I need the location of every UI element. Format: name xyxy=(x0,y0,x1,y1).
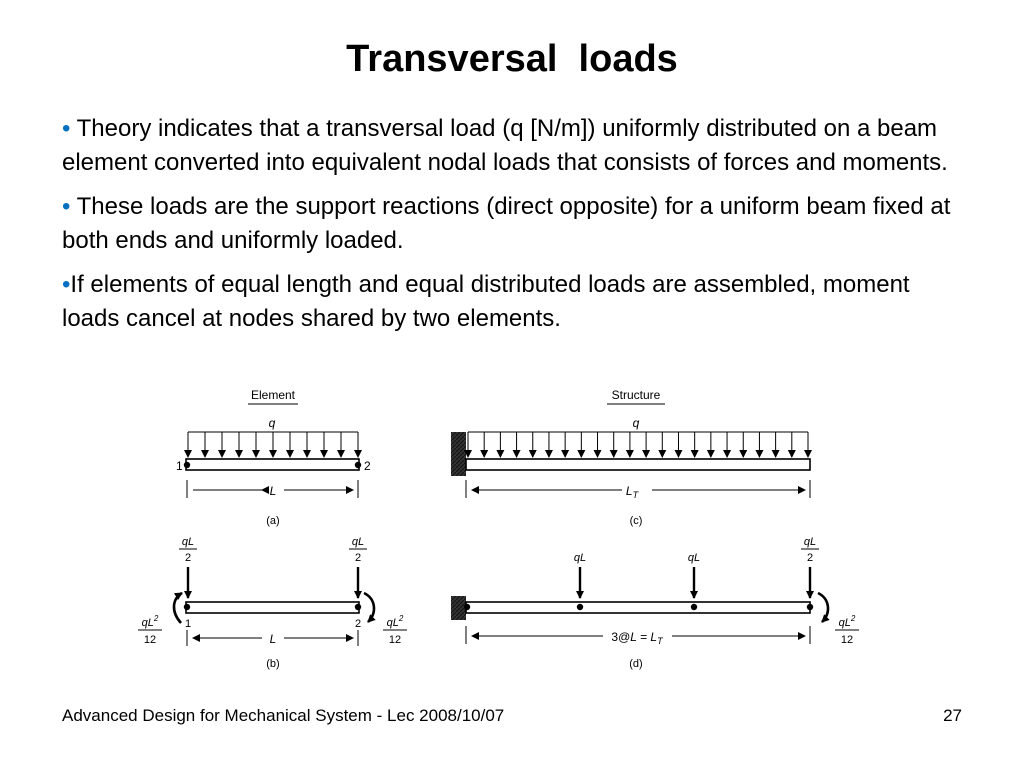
bullet-item: •If elements of equal length and equal d… xyxy=(62,268,972,336)
bullet-marker: • xyxy=(62,115,71,142)
beam-structure-d xyxy=(465,601,811,614)
length-label-d: 3@L = LT xyxy=(611,630,664,646)
svg-text:qL: qL xyxy=(688,552,700,564)
bullet-item: • These loads are the support reactions … xyxy=(62,190,972,258)
bullet-list: • Theory indicates that a transversal lo… xyxy=(62,112,972,346)
length-label-c: LT xyxy=(626,484,640,500)
nodal-force-d-1: qL xyxy=(574,552,586,599)
node-1-label-a: 1 xyxy=(176,459,183,473)
node-dot-1-b xyxy=(183,603,191,611)
beam-figure: Element q 1 2 L (a) Structure q LT (c) q… xyxy=(130,385,890,690)
moment-arrow-left-b xyxy=(172,591,183,624)
node-dot-2-a xyxy=(354,461,362,469)
page-number: 27 xyxy=(943,706,962,725)
node-dot-d-3 xyxy=(806,603,814,611)
svg-text:qL2: qL2 xyxy=(839,614,856,629)
bullet-marker: • xyxy=(62,271,71,298)
moment-label-right-b: qL2 12 xyxy=(383,614,407,646)
node-dot-d-1 xyxy=(576,603,584,611)
node-2-label-a: 2 xyxy=(364,459,371,473)
svg-text:qL: qL xyxy=(182,536,194,548)
node-dot-1-a xyxy=(183,461,191,469)
element-label: Element xyxy=(251,388,296,402)
beam-element-b xyxy=(185,601,360,614)
beam-element-a xyxy=(185,458,360,471)
moment-arrow-right-b xyxy=(363,591,376,623)
svg-text:2: 2 xyxy=(807,552,813,564)
bullet-marker: • xyxy=(62,193,71,220)
node-dot-2-b xyxy=(354,603,362,611)
moment-label-left-b: qL2 12 xyxy=(138,614,162,646)
node-dot-d-0 xyxy=(463,603,471,611)
slide-title: Transversal loads xyxy=(346,38,678,80)
bullet-text: Theory indicates that a transversal load… xyxy=(62,115,948,176)
svg-text:qL2: qL2 xyxy=(142,614,159,629)
length-label-b: L xyxy=(270,632,277,646)
load-q-label-a: q xyxy=(269,416,276,430)
node-dot-d-2 xyxy=(690,603,698,611)
moment-label-right-d: qL2 12 xyxy=(835,614,859,646)
svg-text:qL: qL xyxy=(574,552,586,564)
svg-text:qL: qL xyxy=(804,536,816,548)
caption-b: (b) xyxy=(266,658,279,670)
svg-text:qL2: qL2 xyxy=(387,614,404,629)
moment-arrow-right-d xyxy=(817,591,830,623)
beam-diagram-svg: Element q 1 2 L (a) Structure q LT (c) q… xyxy=(138,388,859,670)
caption-a: (a) xyxy=(266,515,279,527)
nodal-force-d-2: qL xyxy=(688,552,700,599)
footer-course: Advanced Design for Mechanical System - … xyxy=(62,706,505,725)
load-q-label-c: q xyxy=(633,416,640,430)
nodal-force-d-3: qL 2 xyxy=(801,536,819,599)
bullet-text: If elements of equal length and equal di… xyxy=(62,271,910,332)
svg-text:12: 12 xyxy=(841,634,853,646)
nodal-force-right-b: qL 2 xyxy=(349,536,367,599)
svg-text:qL: qL xyxy=(352,536,364,548)
caption-d: (d) xyxy=(629,658,642,670)
svg-text:2: 2 xyxy=(355,552,361,564)
node-1-label-b: 1 xyxy=(185,618,191,630)
beam-structure-c xyxy=(465,458,811,471)
caption-c: (c) xyxy=(630,515,643,527)
distributed-load-c xyxy=(464,431,812,458)
fixed-support-d xyxy=(451,596,466,620)
node-2-label-b: 2 xyxy=(355,618,361,630)
bullet-item: • Theory indicates that a transversal lo… xyxy=(62,112,972,180)
svg-text:12: 12 xyxy=(144,634,156,646)
length-label-a: L xyxy=(270,484,277,498)
fixed-support-c xyxy=(451,432,466,476)
svg-text:12: 12 xyxy=(389,634,401,646)
bullet-text: These loads are the support reactions (d… xyxy=(62,193,951,254)
distributed-load-a xyxy=(184,431,362,458)
nodal-force-left-b: qL 2 xyxy=(179,536,197,599)
svg-text:2: 2 xyxy=(185,552,191,564)
structure-label: Structure xyxy=(612,388,661,402)
